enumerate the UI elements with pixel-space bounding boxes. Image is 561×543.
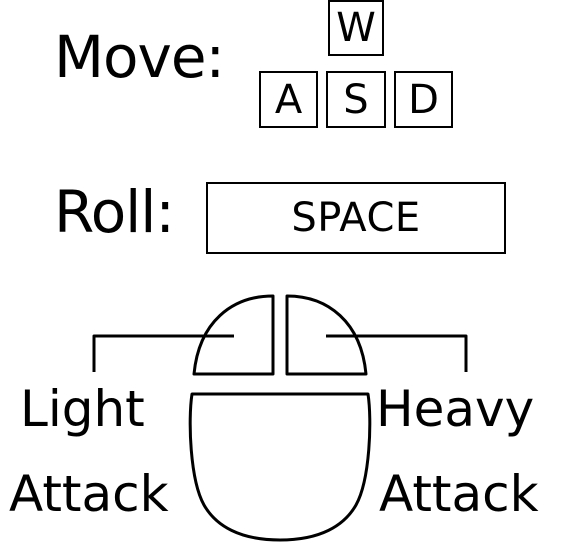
mouse-right-button <box>285 294 368 376</box>
light-attack-label-line-2: Attack <box>9 465 169 523</box>
key-space: SPACE <box>206 182 506 254</box>
mouse-body <box>188 392 372 542</box>
light-attack-label-line-1: Light <box>20 380 145 438</box>
right-callout-line <box>326 334 468 372</box>
key-d: D <box>394 71 453 128</box>
roll-label: Roll: <box>54 178 175 246</box>
heavy-attack-label-line-2: Attack <box>379 465 539 523</box>
heavy-attack-label-line-1: Heavy <box>376 380 535 438</box>
move-label: Move: <box>54 23 225 91</box>
key-w: W <box>328 0 384 56</box>
key-a: A <box>259 71 318 128</box>
left-callout-line <box>92 334 234 372</box>
key-s: S <box>326 71 386 128</box>
mouse-left-button <box>192 294 275 376</box>
